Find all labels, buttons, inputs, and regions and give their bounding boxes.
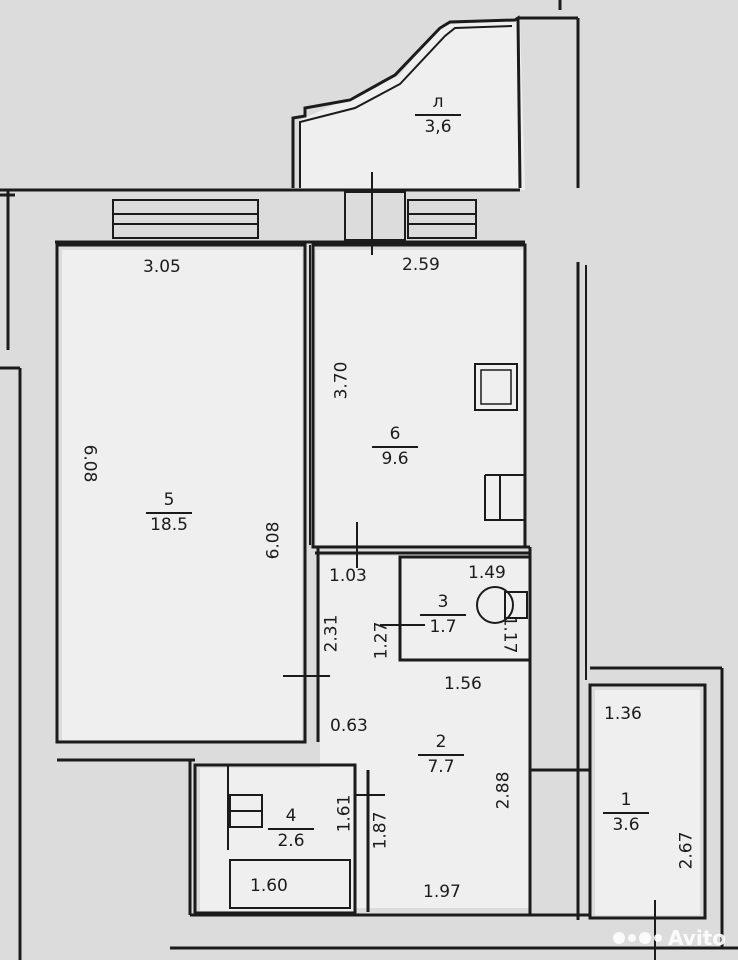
dim-living-top: 3.05 — [143, 257, 181, 277]
room-number: 3 — [437, 592, 449, 612]
sink — [484, 474, 526, 521]
toilet-wall — [193, 763, 357, 915]
watermark-text: Avito — [668, 926, 726, 950]
room-area: 2.6 — [277, 830, 305, 851]
dim-toilet-b: 1.87 — [370, 811, 391, 850]
room-area: 3.6 — [612, 814, 640, 835]
bath-tank — [504, 591, 528, 619]
room-area: 7.7 — [427, 756, 455, 777]
entry-wall — [588, 683, 707, 920]
window-kitchen — [407, 199, 477, 239]
room-number: 4 — [285, 806, 297, 826]
living-wall — [55, 243, 307, 744]
room-area: 9.6 — [381, 448, 409, 469]
room-number: 2 — [435, 732, 447, 752]
entry-fill — [595, 690, 700, 915]
room-number: 5 — [163, 490, 175, 510]
stove-inner — [480, 369, 512, 405]
dim-living-left: 6.08 — [79, 444, 100, 483]
kitchen-fill — [316, 250, 523, 545]
avito-logo-icon — [613, 932, 663, 944]
dim-toilet-a: 1.61 — [334, 794, 355, 833]
bathtub — [229, 859, 351, 909]
balcony-wall — [291, 15, 522, 189]
avito-watermark: Avito — [613, 926, 726, 950]
dim-kitchen-left: 3.70 — [331, 361, 352, 400]
room-area: 18.5 — [150, 514, 188, 535]
bath-fixture — [476, 586, 514, 624]
dim-entry-right: 2.67 — [676, 831, 697, 870]
dim-hall-left: 2.31 — [321, 614, 342, 653]
window-living — [112, 199, 259, 239]
room-number: л — [432, 92, 444, 112]
room-number: 1 — [620, 790, 632, 810]
dim-bath-top: 1.49 — [468, 563, 506, 583]
stove — [474, 363, 518, 411]
dim-toilet-bottom: 1.60 — [250, 876, 288, 896]
dim-entry-top: 1.36 — [604, 704, 642, 724]
dim-bath-left: 1.27 — [371, 621, 392, 660]
room-area: 1.7 — [429, 616, 457, 637]
balcony-door — [344, 191, 406, 241]
balcony-fill — [300, 20, 525, 190]
balcony-wall-inner — [299, 25, 513, 188]
living-fill — [62, 250, 302, 740]
dim-living-right: 6.08 — [263, 521, 284, 560]
dim-hall-a: 1.03 — [329, 566, 367, 586]
toilet-fill — [200, 768, 355, 911]
room-number: 6 — [389, 424, 401, 444]
dim-kitchen-top: 2.59 — [402, 255, 440, 275]
dim-hall-bottom: 1.97 — [423, 882, 461, 902]
room-balcony-label: л 3,6 — [415, 92, 461, 137]
room-area: 3,6 — [424, 116, 452, 137]
dim-hall-right: 2.88 — [493, 771, 514, 810]
dim-bath-bottom: 1.56 — [444, 674, 482, 694]
dim-bath-right: 1.17 — [499, 615, 520, 654]
dim-hall-small: 0.63 — [330, 716, 368, 736]
